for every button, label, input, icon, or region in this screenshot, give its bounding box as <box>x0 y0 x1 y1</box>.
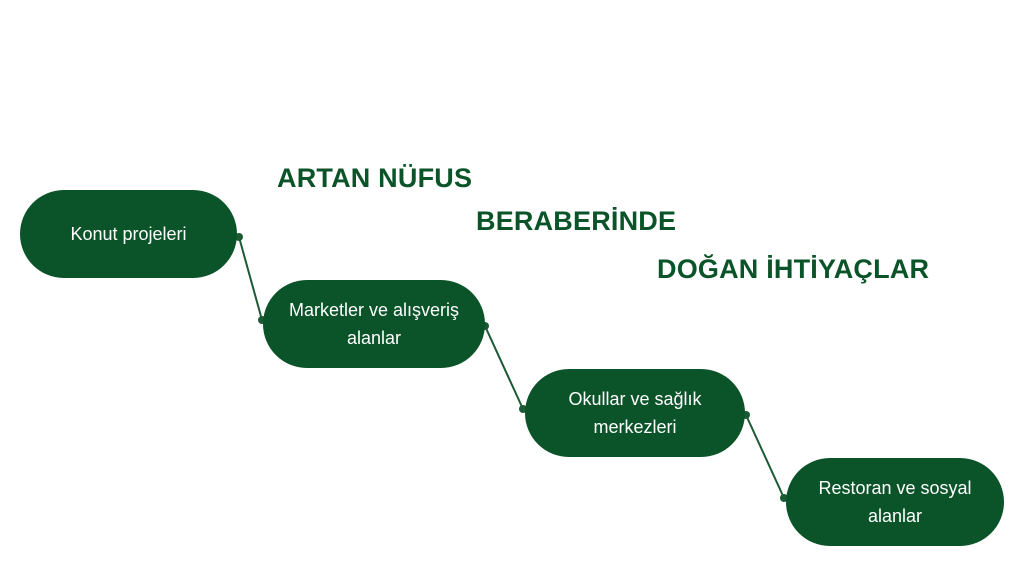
step-label: Okullar ve sağlık merkezleri <box>568 389 702 437</box>
step-label: Marketler ve alışveriş alanlar <box>288 300 460 348</box>
connector-2-3 <box>484 325 524 410</box>
heading-line-2: BERABERİNDE <box>476 206 677 236</box>
step-label: Restoran ve sosyal alanlar <box>818 478 972 526</box>
connector-dot-1-start <box>235 233 243 241</box>
heading-line-1: ARTAN NÜFUS <box>277 163 473 193</box>
step-node-marketler: Marketler ve alışveriş alanlar <box>263 280 485 368</box>
step-node-okullar: Okullar ve sağlık merkezleri <box>525 369 745 457</box>
step-node-konut: Konut projeleri <box>20 190 237 278</box>
connector-3-4 <box>745 414 785 499</box>
heading-line-3: DOĞAN İHTİYAÇLAR <box>657 254 930 284</box>
step-node-restoran: Restoran ve sosyal alanlar <box>786 458 1004 546</box>
step-label: Konut projeleri <box>70 224 187 244</box>
connector-1-2 <box>238 236 263 321</box>
